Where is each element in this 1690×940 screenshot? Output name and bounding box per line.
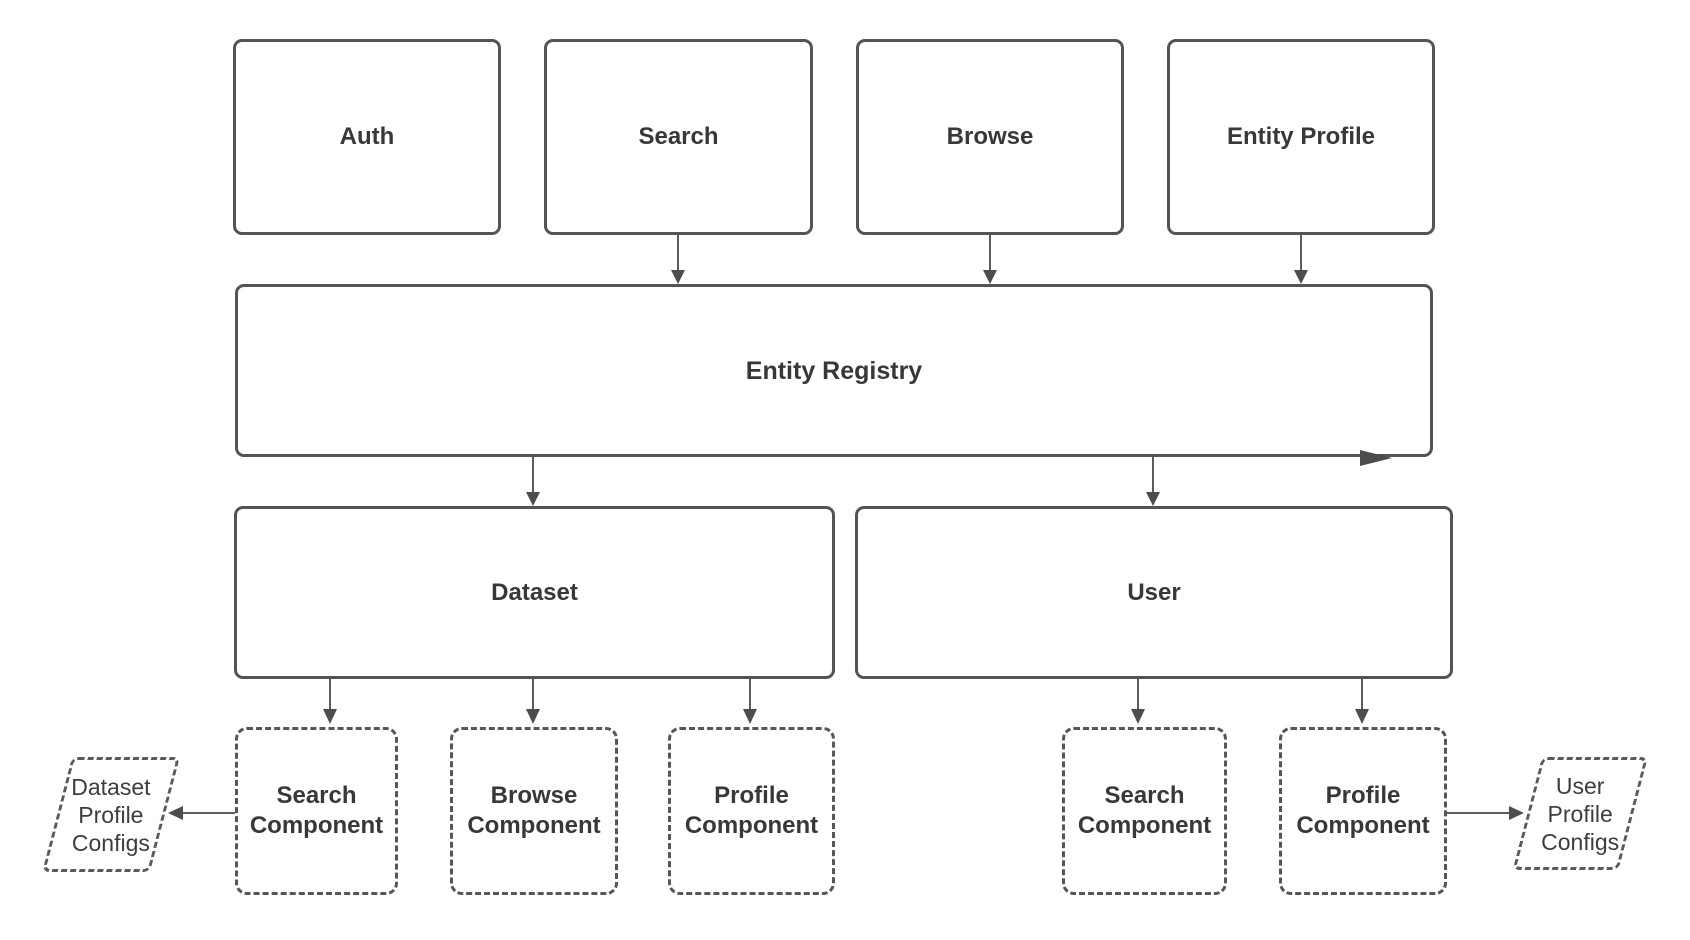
node-entity-profile: Entity Profile [1167, 39, 1435, 235]
node-user-label: User [1127, 578, 1181, 606]
node-user-profile-component-label: Profile Component [1296, 782, 1430, 839]
node-user: User [855, 506, 1453, 679]
node-dataset-label: Dataset [491, 578, 578, 606]
arrow-browse-to-registry [983, 235, 997, 284]
node-dataset-profile-component-label: Profile Component [684, 782, 819, 839]
node-dataset-browse-component: Browse Component [450, 727, 618, 895]
node-user-search-component: Search Component [1062, 727, 1227, 895]
node-dataset: Dataset [234, 506, 835, 679]
node-search: Search [544, 39, 813, 235]
node-dataset-search-component-label: Search Component [249, 782, 384, 839]
arrow-registry-to-user [1146, 457, 1160, 506]
node-entity-registry: Entity Registry [235, 284, 1433, 457]
node-user-search-component-label: Search Component [1077, 782, 1212, 839]
node-dataset-browse-component-label: Browse Component [467, 782, 601, 839]
arrow-dataset-to-search-component [323, 679, 337, 724]
node-entity-profile-label: Entity Profile [1226, 123, 1376, 150]
arrow-user-to-search-component [1131, 679, 1145, 724]
arrow-registry-to-dataset [526, 457, 540, 506]
node-auth-label: Auth [339, 123, 395, 150]
node-dataset-profile-component: Profile Component [668, 727, 835, 895]
arrow-dataset-to-browse-component [526, 679, 540, 724]
arrow-search-to-registry [671, 235, 685, 284]
arrow-profile-component-to-user-profile-configs [1447, 806, 1524, 820]
arrow-entity-profile-to-registry [1294, 235, 1308, 284]
node-auth: Auth [233, 39, 501, 235]
node-dataset-search-component: Search Component [235, 727, 398, 895]
arrowhead-registry-bottom-right [1360, 450, 1392, 466]
arrow-dataset-to-profile-component [743, 679, 757, 724]
arrow-user-to-profile-component [1355, 679, 1369, 724]
arrow-search-component-to-dataset-profile-configs [168, 806, 235, 820]
node-user-profile-component: Profile Component [1279, 727, 1447, 895]
node-search-label: Search [638, 123, 719, 150]
node-browse: Browse [856, 39, 1124, 235]
node-browse-label: Browse [946, 123, 1034, 150]
node-entity-registry-label: Entity Registry [745, 356, 923, 385]
